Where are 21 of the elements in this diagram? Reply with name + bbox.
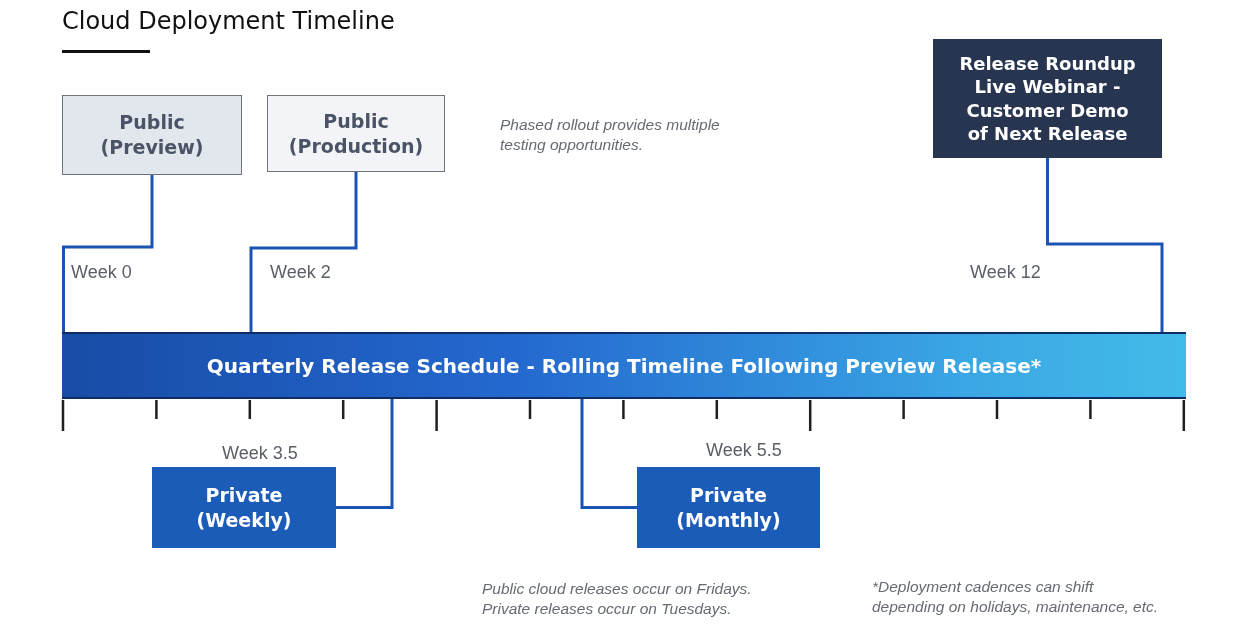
week-label: Week 3.5 <box>222 443 298 464</box>
milestone-box: Release Roundup Live Webinar - Customer Demo of Next Release <box>933 39 1162 158</box>
annotation-note: Phased rollout provides multiple testing opportunities. <box>500 115 721 156</box>
milestone-box: Private (Weekly) <box>152 467 336 548</box>
footer-note: Public cloud releases occur on Fridays. <box>482 579 752 599</box>
timeline-bar: Quarterly Release Schedule - Rolling Timeline Following Preview Release* <box>62 332 1186 399</box>
milestone-box: Private (Monthly) <box>637 467 820 548</box>
leader-line <box>62 175 154 332</box>
leader-line <box>336 399 394 509</box>
milestone-box: Public (Preview) <box>62 95 242 175</box>
footnote: *Deployment cadences can shift depending on holidays, maintenance, etc. <box>872 577 1160 618</box>
leader-line <box>1046 158 1164 332</box>
title: Cloud Deployment Timeline <box>62 7 395 35</box>
week-label: Week 5.5 <box>706 440 782 461</box>
footer-note: Private releases occur on Tuesdays. <box>482 599 732 619</box>
week-label: Week 0 <box>71 262 132 283</box>
week-label: Week 12 <box>970 262 1041 283</box>
milestone-box: Public (Production) <box>267 95 445 172</box>
week-label: Week 2 <box>270 262 331 283</box>
leader-line <box>580 399 637 509</box>
leader-line <box>249 172 358 332</box>
